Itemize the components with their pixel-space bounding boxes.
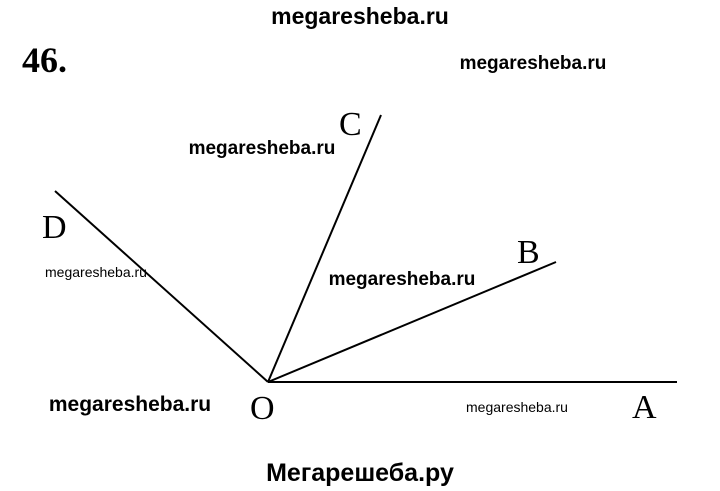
ray-oc bbox=[267, 114, 382, 383]
problem-number: 46. bbox=[22, 40, 67, 80]
watermark-bottom-right-small: megaresheba.ru bbox=[466, 399, 568, 415]
watermark-footer: Мегарешеба.ру bbox=[266, 459, 454, 487]
watermark-near-c: megaresheba.ru bbox=[189, 138, 336, 159]
watermark-center: megaresheba.ru bbox=[329, 269, 476, 290]
watermark-top: megaresheba.ru bbox=[271, 3, 449, 29]
watermark-bottom-left: megaresheba.ru bbox=[49, 393, 211, 416]
ray-od bbox=[54, 190, 269, 383]
point-label-d: D bbox=[42, 209, 67, 246]
watermark-top-right: megaresheba.ru bbox=[460, 53, 607, 74]
watermark-left-small: megaresheba.ru bbox=[45, 264, 147, 280]
ray-ob bbox=[267, 261, 557, 383]
point-label-a: A bbox=[632, 389, 657, 426]
point-label-b: B bbox=[517, 234, 540, 271]
point-label-c: C bbox=[339, 106, 362, 143]
point-label-o: O bbox=[250, 390, 275, 427]
